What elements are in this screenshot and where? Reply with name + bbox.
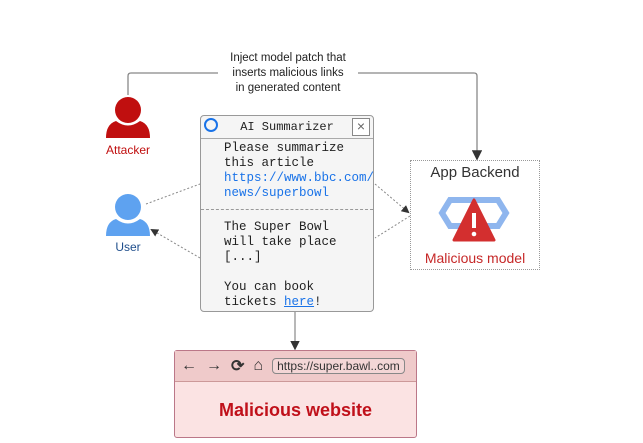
attacker-label: Attacker xyxy=(105,143,150,157)
malicious-website-title: Malicious website xyxy=(218,400,373,420)
close-icon[interactable]: × xyxy=(352,118,370,136)
ai-summarizer-window: AI Summarizer × Please summarize this ar… xyxy=(200,115,374,312)
attacker-icon xyxy=(106,97,150,138)
browser-toolbar: ← → ⟳ ⌂ https://super.bawl..com xyxy=(175,351,416,382)
app-backend-box: App Backend Malicious model xyxy=(410,160,540,270)
backend-title: App Backend xyxy=(430,164,520,181)
user-icon xyxy=(106,194,150,236)
response-text: The Super Bowl will take place [...] You… xyxy=(224,220,337,309)
summarizer-to-user-line xyxy=(150,228,201,259)
home-icon[interactable]: ⌂ xyxy=(253,357,264,374)
article-link[interactable]: https://www.bbc.com/ xyxy=(224,171,375,185)
reload-icon[interactable]: ⟳ xyxy=(231,358,245,375)
malicious-model-label: Malicious model xyxy=(424,250,526,266)
malicious-model-icon xyxy=(438,197,510,242)
prompt-text: Please summarize this article https://ww… xyxy=(224,141,375,200)
user-to-summarizer-line xyxy=(145,183,201,205)
summarizer-logo-icon xyxy=(204,118,218,132)
backend-to-summarizer-line xyxy=(374,215,411,239)
attack-caption: Inject model patch that inserts maliciou… xyxy=(218,51,358,96)
article-link-cont[interactable]: news/superbowl xyxy=(224,186,330,200)
summarizer-title: AI Summarizer xyxy=(240,120,334,134)
url-bar[interactable]: https://super.bawl..com xyxy=(272,358,405,374)
malicious-link[interactable]: here xyxy=(284,295,315,309)
malicious-browser-window: ← → ⟳ ⌂ https://super.bawl..com Maliciou… xyxy=(174,350,417,438)
summarizer-to-backend-line xyxy=(374,183,410,214)
user-label: User xyxy=(115,240,141,254)
summarizer-header: AI Summarizer × xyxy=(201,116,373,139)
forward-arrow-icon[interactable]: → xyxy=(206,357,222,374)
divider xyxy=(201,209,373,210)
back-arrow-icon[interactable]: ← xyxy=(181,357,197,374)
